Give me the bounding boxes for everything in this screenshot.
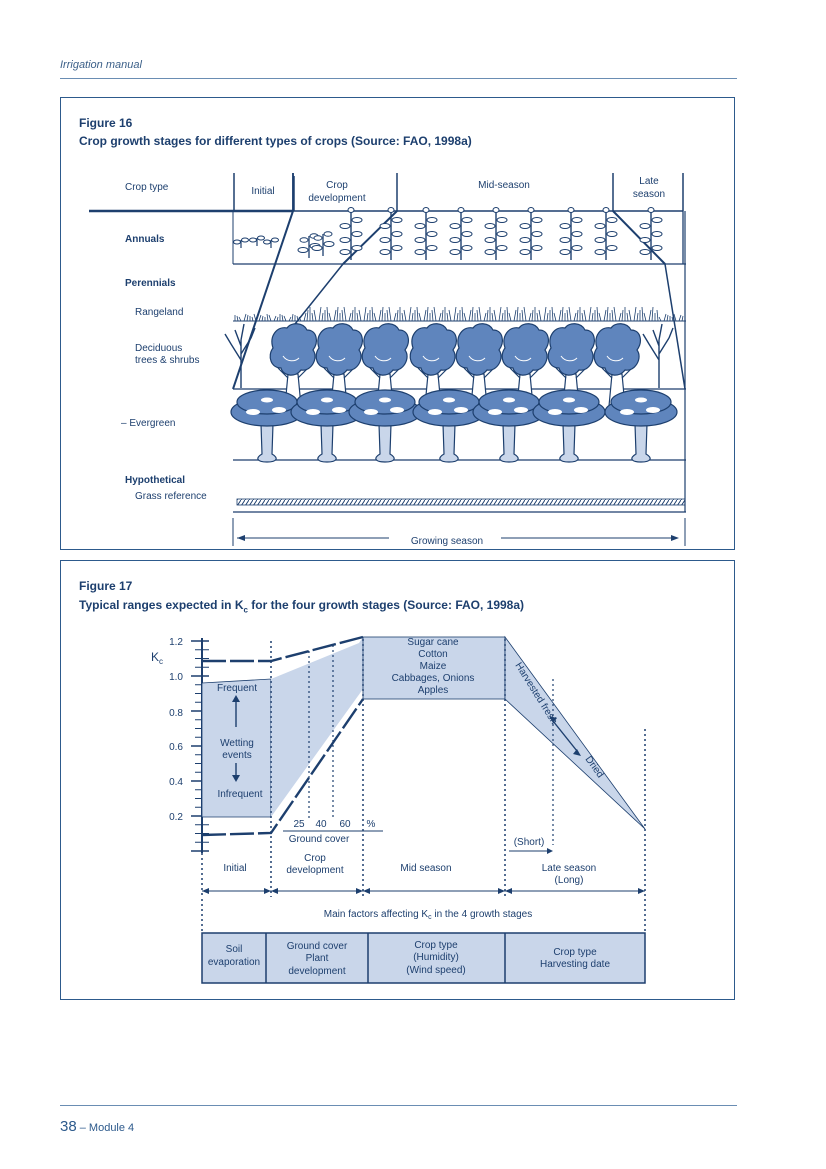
- stage-late-label-2: season: [633, 189, 665, 200]
- row-perennials: Perennials: [125, 278, 176, 289]
- crop-apples: Apples: [418, 685, 449, 696]
- stage-dev-2: development: [286, 865, 343, 876]
- gc-60: 60: [339, 819, 351, 830]
- page-number: 38: [60, 1118, 77, 1135]
- factor-4-line-2: Harvesting date: [540, 959, 610, 970]
- stage-mid-label: Mid-season: [478, 180, 530, 191]
- y-tick-0-8: 0.8: [169, 708, 183, 719]
- stage-late-long: (Long): [555, 875, 584, 886]
- y-tick-1-2: 1.2: [169, 637, 183, 648]
- stage-mid: Mid season: [400, 863, 451, 874]
- y-tick-0-2: 0.2: [169, 812, 183, 823]
- late-season-range: [504, 635, 646, 830]
- factor-3-line-2: (Humidity): [413, 952, 459, 963]
- crop-cotton: Cotton: [418, 649, 447, 660]
- stage-late: Late season: [542, 863, 597, 874]
- factor-table: [201, 932, 646, 984]
- development-range: [271, 637, 363, 817]
- figure-16: Figure 16 Crop growth stages for differe…: [60, 97, 735, 550]
- row-annuals: Annuals: [125, 234, 165, 245]
- wetting-label-1: Wetting: [220, 738, 254, 749]
- crop-sugar-cane: Sugar cane: [407, 637, 459, 648]
- stage-initial: Initial: [223, 863, 246, 874]
- ground-cover-label: Ground cover: [289, 834, 350, 845]
- row-evergreen: – Evergreen: [121, 418, 175, 429]
- footer: 38 – Module 4: [60, 1118, 134, 1136]
- stage-dev-label-2: development: [308, 193, 365, 204]
- y-tick-0-4: 0.4: [169, 777, 183, 788]
- running-header: Irrigation manual: [60, 59, 142, 71]
- gc-percent: %: [367, 819, 376, 830]
- factor-3-line-1: Crop type: [414, 940, 458, 951]
- factor-2-line-2: Plant: [306, 953, 329, 964]
- row-hypothetical: Hypothetical: [125, 475, 185, 486]
- gc-40: 40: [315, 819, 327, 830]
- main-factors-label: Main factors affecting Kc in the 4 growt…: [324, 909, 532, 921]
- crop-maize: Maize: [420, 661, 447, 672]
- stage-dev-1: Crop: [304, 853, 326, 864]
- row-rangeland: Rangeland: [135, 307, 183, 318]
- row-grass-reference: Grass reference: [135, 491, 207, 502]
- factor-4-line-1: Crop type: [553, 947, 597, 958]
- figure-16-number: Figure 16: [79, 116, 133, 130]
- y-axis-label: Kc: [151, 650, 163, 666]
- module-label: – Module 4: [76, 1122, 135, 1134]
- factor-3-line-3: (Wind speed): [406, 965, 465, 976]
- growing-season-label: Growing season: [411, 536, 483, 547]
- figure-17-title: Typical ranges expected in Kc for the fo…: [79, 598, 525, 615]
- rangeland-grass: [234, 306, 684, 322]
- y-tick-0-6: 0.6: [169, 742, 183, 753]
- crop-stages-diagram: Crop type Initial Crop development Mid-s…: [89, 173, 686, 547]
- figure-17: Figure 17 Typical ranges expected in Kc …: [60, 560, 735, 1000]
- short-label: (Short): [514, 837, 545, 848]
- infrequent-label: Infrequent: [217, 789, 262, 800]
- col-crop-type: Crop type: [125, 182, 169, 193]
- kc-ranges-diagram: Kc 1.2 1.0 0.8 0.6 0.4 0.2 Frequent Wett…: [151, 635, 646, 984]
- factor-1-line-1: Soil: [226, 944, 243, 955]
- crop-cabbages-onions: Cabbages, Onions: [392, 673, 475, 684]
- row-deciduous-2: trees & shrubs: [135, 355, 199, 366]
- factor-2-line-1: Ground cover: [287, 941, 348, 952]
- y-tick-1-0: 1.0: [169, 672, 183, 683]
- figure-16-title: Crop growth stages for different types o…: [79, 134, 472, 148]
- stage-late-label-1: Late: [639, 176, 659, 187]
- row-deciduous-1: Deciduous: [135, 343, 182, 354]
- frequent-label: Frequent: [217, 683, 257, 694]
- factor-2-line-3: development: [288, 966, 345, 977]
- stage-dev-label-1: Crop: [326, 180, 348, 191]
- header-rule: [60, 78, 737, 79]
- factor-1-line-2: evaporation: [208, 957, 260, 968]
- gc-25: 25: [293, 819, 305, 830]
- figure-17-number: Figure 17: [79, 579, 133, 593]
- footer-rule: [60, 1105, 737, 1106]
- stage-initial-label: Initial: [251, 186, 274, 197]
- wetting-label-2: events: [222, 750, 251, 761]
- mid-season-range: [362, 636, 506, 700]
